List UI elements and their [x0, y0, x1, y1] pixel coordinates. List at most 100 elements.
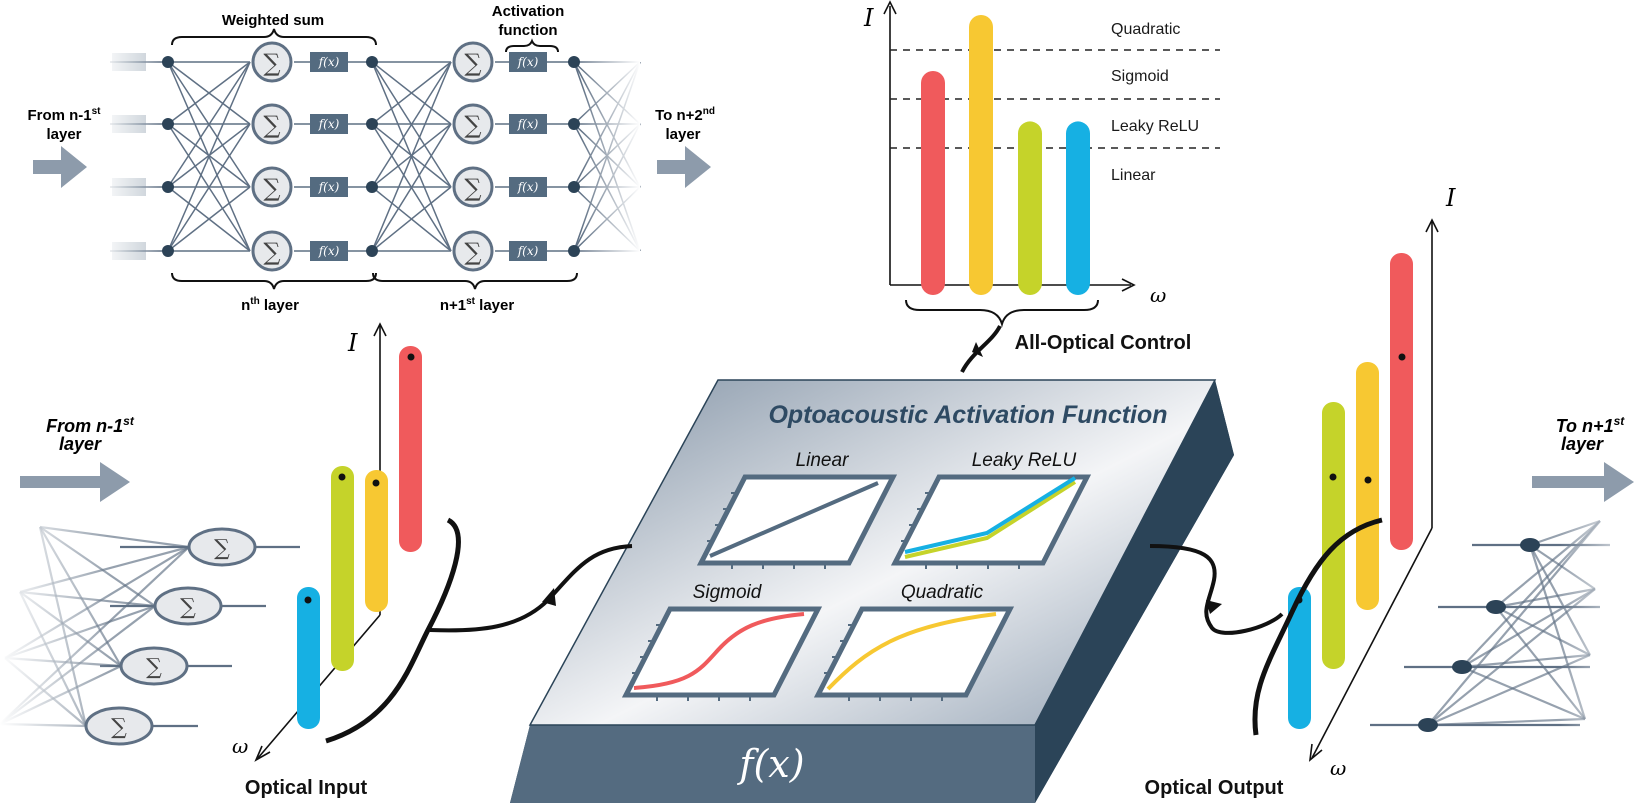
device-front-label: f(x): [736, 742, 804, 786]
network-node: [162, 181, 174, 193]
network-node: [162, 56, 174, 68]
activation-box-label: f(x): [517, 180, 539, 194]
connection-line: [167, 123, 251, 252]
activation-box: [509, 114, 547, 134]
output-line-arrowhead: [1206, 600, 1222, 614]
output-net-fade: [1560, 520, 1644, 760]
control-bars: [921, 15, 1090, 296]
panel-leaky: Leaky ReLU: [890, 450, 1092, 569]
control-caption: All-Optical Control: [1015, 332, 1192, 354]
panel-linear: Linear: [696, 450, 898, 569]
sum-symbol: ∑: [263, 174, 280, 202]
sum-symbol: ∑: [180, 595, 196, 620]
input-from-label: From n-1st: [46, 414, 135, 436]
input-bar-yellow: [365, 470, 388, 612]
input-from-arrow: [20, 462, 130, 502]
output-dot-red: [1398, 353, 1406, 361]
n1-layer-label: n+1st layer: [440, 296, 515, 314]
network-node: [1520, 538, 1540, 552]
panel-quadratic: Quadratic: [813, 582, 1015, 701]
input-bar-blue: [297, 587, 320, 729]
top-network: ∑∑∑∑∑∑∑∑f(x)f(x)f(x)f(x)f(x)f(x)f(x)f(x)…: [27, 3, 714, 314]
device-title: Optoacoustic Activation Function: [768, 401, 1167, 429]
control-bar: [921, 71, 945, 295]
output-side: To n+1st layer I ω Optical Output: [1145, 184, 1644, 799]
control-bar: [1018, 121, 1042, 296]
network-node: [1418, 718, 1438, 732]
output-w-arrowhead: [1308, 743, 1323, 762]
sum-symbol: ∑: [111, 715, 127, 740]
top-from-arrow: [33, 146, 87, 188]
panel-sigmoid-label: Sigmoid: [693, 582, 763, 603]
top-from-label: From n-1st: [27, 106, 101, 124]
sum-node: [452, 166, 494, 208]
activation-box-label: f(x): [517, 244, 539, 258]
input-line-arrowhead: [542, 588, 556, 606]
network-nodes: ∑∑∑∑∑∑∑∑f(x)f(x)f(x)f(x)f(x)f(x)f(x)f(x): [112, 41, 580, 272]
sum-symbol: ∑: [464, 49, 481, 77]
panel-leaky-curve-green: [904, 480, 1077, 559]
n1-layer-brace: [372, 272, 578, 290]
sum-node: [452, 230, 494, 272]
output-to-label: To n+1st: [1556, 414, 1626, 436]
sum-node: [119, 646, 189, 686]
control-x-arrowhead: [1121, 278, 1136, 292]
device-right-face: [1035, 380, 1234, 803]
sum-symbol: ∑: [263, 111, 280, 139]
input-bar-red: [399, 346, 422, 552]
input-network: ∑∑∑∑: [0, 520, 300, 760]
sum-node: [251, 41, 293, 83]
output-dot-green: [1329, 473, 1337, 481]
sum-symbol: ∑: [464, 174, 481, 202]
activation-box: [509, 241, 547, 261]
sum-node: [452, 103, 494, 145]
output-network: [1370, 519, 1644, 760]
output-w-label: ω: [1330, 756, 1346, 780]
connection-line: [167, 61, 251, 125]
output-bar-blue: [1288, 587, 1311, 729]
network-node: [366, 245, 378, 257]
connection-line: [371, 61, 452, 125]
network-node: [366, 118, 378, 130]
output-caption: Optical Output: [1145, 777, 1284, 799]
network-node: [366, 181, 378, 193]
panel-leaky-label: Leaky ReLU: [972, 450, 1077, 471]
control-y-label: I: [863, 4, 874, 32]
panel-quadratic-label: Quadratic: [901, 582, 984, 603]
control-chart: I ω Quadratic Sigmoid Leaky ReLU Linear …: [863, 0, 1220, 373]
control-to-device-line: [960, 325, 1002, 373]
activation-box: [310, 241, 348, 261]
input-w-label: ω: [232, 734, 248, 758]
connection-line: [371, 61, 452, 188]
sum-node: [251, 103, 293, 145]
input-dot-green: [338, 473, 346, 481]
activation-box-label: f(x): [318, 117, 340, 131]
input-caption: Optical Input: [245, 777, 368, 799]
input-dot-red: [407, 353, 415, 361]
sum-node: [153, 586, 223, 626]
nth-layer-label: nth layer: [241, 296, 299, 314]
input-bar-green: [331, 466, 354, 671]
input-dot-yellow: [372, 479, 380, 487]
panel-sigmoid-frame: [621, 606, 823, 698]
device-to-output-line: [1149, 544, 1284, 635]
control-brace: [905, 299, 1099, 328]
panel-quadratic-frame: [813, 606, 1015, 698]
network-node: [1452, 660, 1472, 674]
network-node: [568, 118, 580, 130]
output-y-label: I: [1445, 184, 1456, 212]
input-y-label: I: [347, 329, 358, 357]
activation-box-label: f(x): [318, 55, 340, 69]
output-y-arrowhead: [1425, 218, 1439, 233]
weighted-sum-brace: [171, 28, 377, 46]
output-bar-yellow: [1356, 362, 1379, 610]
level-leaky-relu: Leaky ReLU: [1111, 118, 1199, 135]
connection-line: [167, 186, 251, 252]
output-w-axis: [1311, 527, 1433, 759]
top-from-layer: layer: [46, 126, 81, 143]
control-y-arrowhead: [883, 0, 897, 15]
panel-quadratic-curve: [826, 612, 997, 691]
panel-sigmoid-ticks: [632, 624, 751, 701]
input-from-layer: layer: [59, 434, 102, 454]
